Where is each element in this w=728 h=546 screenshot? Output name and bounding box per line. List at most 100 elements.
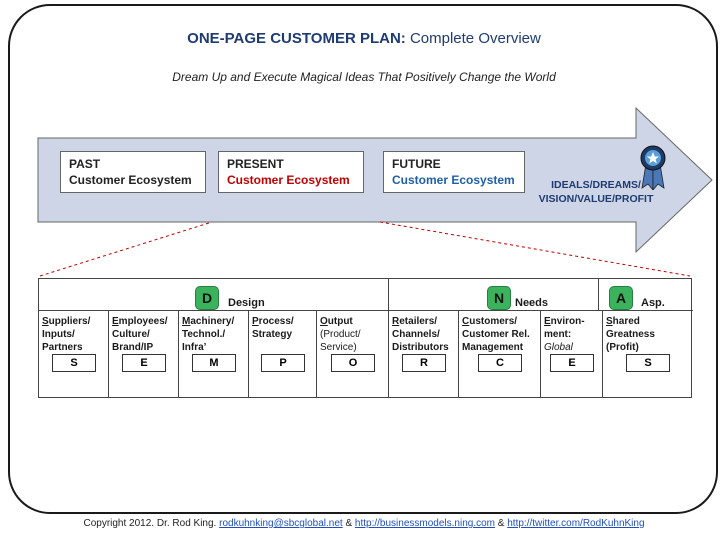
future-sublabel: Customer Ecosystem — [392, 173, 515, 187]
column-initial: R — [392, 316, 400, 327]
ideals-line1: IDEALS/DREAMS/ — [551, 179, 641, 191]
column-initial-rest: rocess/ — [258, 316, 294, 327]
present-sublabel: Customer Ecosystem — [227, 173, 350, 187]
column-line2: Customer Rel. — [462, 329, 530, 340]
footer-copyright: Copyright 2012. Dr. Rod King. — [83, 518, 217, 529]
column-initial: M — [182, 316, 191, 327]
present-box: PRESENT Customer Ecosystem — [218, 151, 364, 193]
arrow-shape — [37, 106, 713, 254]
page-subtitle: Dream Up and Execute Magical Ideas That … — [172, 70, 556, 84]
column-line3: Brand/IP — [112, 342, 154, 353]
column-initial: E — [544, 316, 551, 327]
footer-amp-2: & — [497, 518, 505, 529]
title-rest: Complete Overview — [409, 30, 541, 47]
column-line2: Inputs/ — [42, 329, 75, 340]
needs-badge: N — [487, 286, 511, 310]
column-2: Employees/Culture/Brand/IP — [109, 311, 179, 397]
column-letter-box: S — [626, 354, 670, 372]
column-letter-box: M — [192, 354, 236, 372]
column-letter-box: C — [478, 354, 522, 372]
asp-header — [599, 279, 693, 311]
footer-amp-1: & — [345, 518, 353, 529]
connector-left — [39, 221, 213, 277]
column-line3: Global — [544, 342, 573, 353]
needs-header — [389, 279, 599, 311]
column-letter-box: S — [52, 354, 96, 372]
column-line1: Customers/ — [462, 315, 537, 328]
future-label: FUTURE — [392, 157, 441, 171]
column-line2: Greatness — [606, 329, 655, 340]
past-box: PAST Customer Ecosystem — [60, 151, 206, 193]
column-initial: C — [462, 316, 470, 327]
column-line3: Service) — [320, 342, 357, 353]
column-line1: Environ- — [544, 315, 599, 328]
column-line1: Output — [320, 315, 385, 328]
column-line2: Strategy — [252, 329, 293, 340]
page-title: ONE-PAGE CUSTOMER PLAN: Complete Overvie… — [0, 30, 728, 47]
column-line2: Channels/ — [392, 329, 440, 340]
column-6: Retailers/Channels/Distributors — [389, 311, 459, 397]
plan-table: D Design N Needs A Asp. Suppliers/Inputs… — [38, 278, 693, 398]
rounded-frame — [8, 4, 718, 514]
column-8: Environ-ment: Global — [541, 311, 603, 397]
column-line1: Employees/ — [112, 315, 175, 328]
footer-ning-link[interactable]: http://businessmodels.ning.com — [354, 518, 495, 529]
column-letter-box: R — [402, 354, 446, 372]
column-line1: Process/ — [252, 315, 313, 328]
column-line3: (Profit) — [606, 342, 639, 353]
column-line1: Suppliers/ — [42, 315, 105, 328]
column-5: Output(Product/Service) — [317, 311, 389, 397]
column-initial: P — [252, 316, 259, 327]
ideals-text: IDEALS/DREAMS/ VISION/VALUE/PROFIT — [530, 178, 662, 206]
column-initial: S — [42, 316, 49, 327]
connector-right — [379, 221, 691, 277]
column-3: Machinery/Technol./Infra’ — [179, 311, 249, 397]
column-line3: Management — [462, 342, 524, 353]
column-1: Suppliers/Inputs/Partners — [39, 311, 109, 397]
column-initial-rest: mployees/ — [118, 316, 168, 327]
ideals-line2: VISION/VALUE/PROFIT — [538, 193, 654, 205]
design-badge: D — [195, 286, 219, 310]
past-label: PAST — [69, 157, 101, 171]
column-line3: Infra’ — [182, 342, 207, 353]
column-line3: Partners — [42, 342, 83, 353]
column-line1: Shared — [606, 315, 690, 328]
column-line1: Retailers/ — [392, 315, 455, 328]
footer-twitter-link[interactable]: http://twitter.com/RodKuhnKing — [507, 518, 645, 529]
asp-label: Asp. — [641, 297, 665, 309]
column-letter-box: O — [331, 354, 375, 372]
design-label: Design — [228, 297, 265, 309]
column-line2: (Product/ — [320, 329, 361, 340]
column-initial-rest: etailers/ — [399, 316, 438, 327]
column-4: Process/Strategy — [249, 311, 317, 397]
column-initial-rest: achinery/ — [190, 316, 235, 327]
past-sublabel: Customer Ecosystem — [69, 173, 192, 187]
needs-label: Needs — [515, 297, 549, 309]
column-initial-rest: hared — [612, 316, 640, 327]
column-line2: Culture/ — [112, 329, 150, 340]
column-7: Customers/Customer Rel. Management — [459, 311, 541, 397]
column-letter-box: P — [261, 354, 305, 372]
column-letter-box: E — [550, 354, 594, 372]
column-line3: Distributors — [392, 342, 449, 353]
column-line1: Machinery/ — [182, 315, 245, 328]
present-label: PRESENT — [227, 157, 284, 171]
column-initial: S — [606, 316, 613, 327]
title-bold: ONE-PAGE CUSTOMER PLAN: — [187, 30, 406, 47]
future-box: FUTURE Customer Ecosystem — [383, 151, 525, 193]
column-initial-rest: ustomers/ — [469, 316, 518, 327]
column-letter-box: E — [122, 354, 166, 372]
column-initial: E — [112, 316, 119, 327]
column-initial-rest: utput — [327, 316, 353, 327]
column-initial-rest: nviron- — [550, 316, 585, 327]
award-ribbon-icon — [640, 145, 666, 190]
column-line2: ment: — [544, 329, 572, 340]
column-initial-rest: uppliers/ — [48, 316, 91, 327]
asp-badge: A — [609, 286, 633, 310]
footer-email-link[interactable]: rodkuhnking@sbcglobal.net — [219, 518, 343, 529]
design-header — [39, 279, 389, 311]
column-initial: O — [320, 316, 328, 327]
footer: Copyright 2012. Dr. Rod King. rodkuhnkin… — [0, 518, 728, 529]
